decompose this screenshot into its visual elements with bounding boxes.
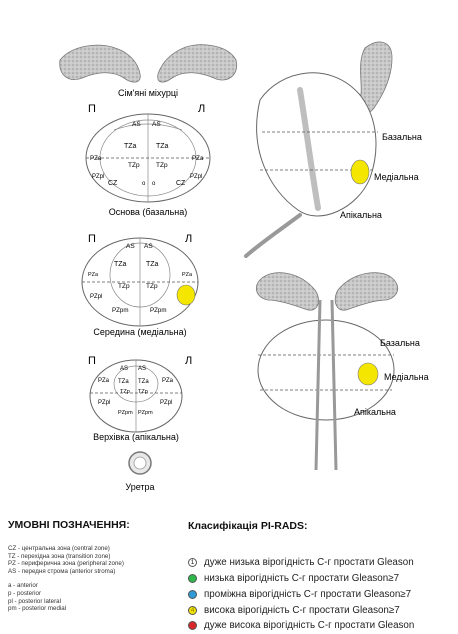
pirads-level-circle: 5: [188, 621, 197, 630]
pirads-item: 5 дуже висока вірогідність С-г простати …: [188, 620, 414, 631]
zone-tzp: TZp: [156, 162, 168, 169]
zone-as: AS: [120, 366, 128, 372]
urethra-label: Уретра: [125, 482, 154, 492]
pirads-text: дуже висока вірогідність С-г простати Gl…: [204, 620, 414, 631]
zone-pza: PZa: [192, 155, 204, 162]
zone-pzpl: PZpl: [92, 174, 104, 180]
pirads-item: 3 проміжна вірогідність С-г простати Gle…: [188, 589, 411, 600]
side-label-basal: Базальна: [382, 132, 422, 142]
zone-pzpl: PZpl: [90, 294, 102, 300]
pirads-level-circle: 1: [188, 558, 197, 567]
zone-tza: TZa: [138, 379, 149, 385]
pirads-item: 4 висока вірогідність С-г простати Gleas…: [188, 605, 400, 616]
lesion-marker: [351, 160, 369, 184]
zone-pzpm: PZpm: [118, 410, 133, 416]
pirads-item: 1 дуже низька вірогідність С-г простати …: [188, 557, 414, 568]
abbr-item: TZ - перехідна зона (transition zone): [8, 553, 178, 561]
zone-pzpm: PZpm: [138, 410, 153, 416]
side-label-medial: Медіальна: [384, 372, 429, 382]
pirads-text: проміжна вірогідність С-г простати Gleas…: [204, 589, 411, 600]
zone-tzp: TZp: [118, 283, 130, 290]
orientation-right: Л: [185, 233, 192, 245]
zone-pza: PZa: [182, 272, 193, 278]
zone-pza: PZa: [88, 272, 99, 278]
zone-cz: CZ: [176, 180, 186, 187]
side-label-apical: Апікальна: [340, 210, 382, 220]
zone-pzpl: PZpl: [98, 400, 110, 406]
mid-section: П Л AS AS TZa TZa TZp TZp PZa PZa PZpl P…: [82, 233, 198, 326]
base-section: П Л AS AS TZa TZa TZp TZp CZ CZ PZa PZa …: [86, 103, 210, 202]
abbr-item: PZ - периферична зона (peripheral zone): [8, 560, 178, 568]
orientation-left: П: [88, 355, 96, 367]
orientation-left: П: [88, 233, 96, 245]
zone-tzp: TZp: [146, 283, 158, 290]
pirads-level-circle: 2: [188, 574, 197, 583]
abbr-item: CZ - центральна зона (central zone): [8, 545, 178, 553]
zone-tza: TZa: [118, 379, 129, 385]
zone-tza: TZa: [124, 143, 137, 150]
orientation-left: П: [88, 103, 96, 115]
orientation-right: Л: [198, 103, 205, 115]
side-label-medial: Медіальна: [374, 172, 419, 182]
mid-section-label: Середина (медіальна): [93, 327, 186, 337]
coronal-view: Базальна Медіальна Апікальна: [256, 273, 428, 470]
zone-tza: TZa: [146, 261, 159, 268]
side-label-basal: Базальна: [380, 338, 420, 348]
zone-pza: PZa: [162, 378, 174, 384]
lesion-marker: [177, 285, 195, 305]
zone-pza: PZa: [98, 378, 110, 384]
zone-as: AS: [152, 121, 161, 128]
abbr-item: a - anterior: [8, 582, 178, 590]
side-label-apical: Апікальна: [354, 407, 396, 417]
zone-pzpm: PZpm: [150, 307, 167, 314]
sagittal-view: Базальна Медіальна Апікальна: [246, 42, 422, 256]
pirads-text: дуже низька вірогідність С-г простати Gl…: [204, 557, 414, 568]
zone-as: AS: [132, 121, 141, 128]
zone-tzp: TZp: [128, 162, 140, 169]
zone-tza: TZa: [114, 261, 127, 268]
zone-cz: CZ: [108, 180, 118, 187]
apex-section-label: Верхівка (апікальна): [93, 432, 179, 442]
abbr-spacer: [8, 575, 178, 582]
pirads-level-circle: 4: [188, 606, 197, 615]
abbr-item: pm - posterior medial: [8, 605, 178, 613]
zone-as: AS: [144, 243, 153, 250]
abbreviation-legend: УМОВНІ ПОЗНАЧЕННЯ: CZ - центральна зона …: [8, 519, 178, 613]
pirads-title: Класифікація PI-RADS:: [188, 520, 308, 532]
zone-pza: PZa: [90, 155, 102, 162]
zone-tza: TZa: [156, 143, 169, 150]
seminal-vesicles-label: Сім'яні міхурці: [118, 88, 178, 98]
zone-as: AS: [138, 366, 146, 372]
apex-section: П Л AS AS PZa PZa TZa TZa TZp TZp PZpl P…: [88, 355, 192, 432]
zone-pzpl: PZpl: [190, 174, 202, 180]
zone-as: AS: [126, 243, 135, 250]
zone-tzp: TZp: [120, 389, 130, 395]
abbr-item: AS - передня строма (anterior stroma): [8, 568, 178, 576]
legend-title: УМОВНІ ПОЗНАЧЕННЯ:: [8, 519, 178, 531]
pirads-text: низька вірогідність С-г простати Gleason…: [204, 573, 399, 584]
pirads-level-circle: 3: [188, 590, 197, 599]
zone-pzpl: PZpl: [160, 400, 172, 406]
abbr-list: CZ - центральна зона (central zone) TZ -…: [8, 545, 178, 613]
pirads-item: 2 низька вірогідність С-г простати Gleas…: [188, 573, 399, 584]
seminal-vesicles: [60, 45, 237, 82]
abbr-item: p - posterior: [8, 590, 178, 598]
lesion-marker: [358, 363, 378, 385]
pirads-text: висока вірогідність С-г простати Gleason…: [204, 605, 400, 616]
zone-pzpm: PZpm: [112, 307, 129, 314]
zone-tzp: TZp: [138, 389, 148, 395]
base-section-label: Основа (базальна): [109, 207, 188, 217]
abbr-item: pl - posterior lateral: [8, 598, 178, 606]
orientation-right: Л: [185, 355, 192, 367]
